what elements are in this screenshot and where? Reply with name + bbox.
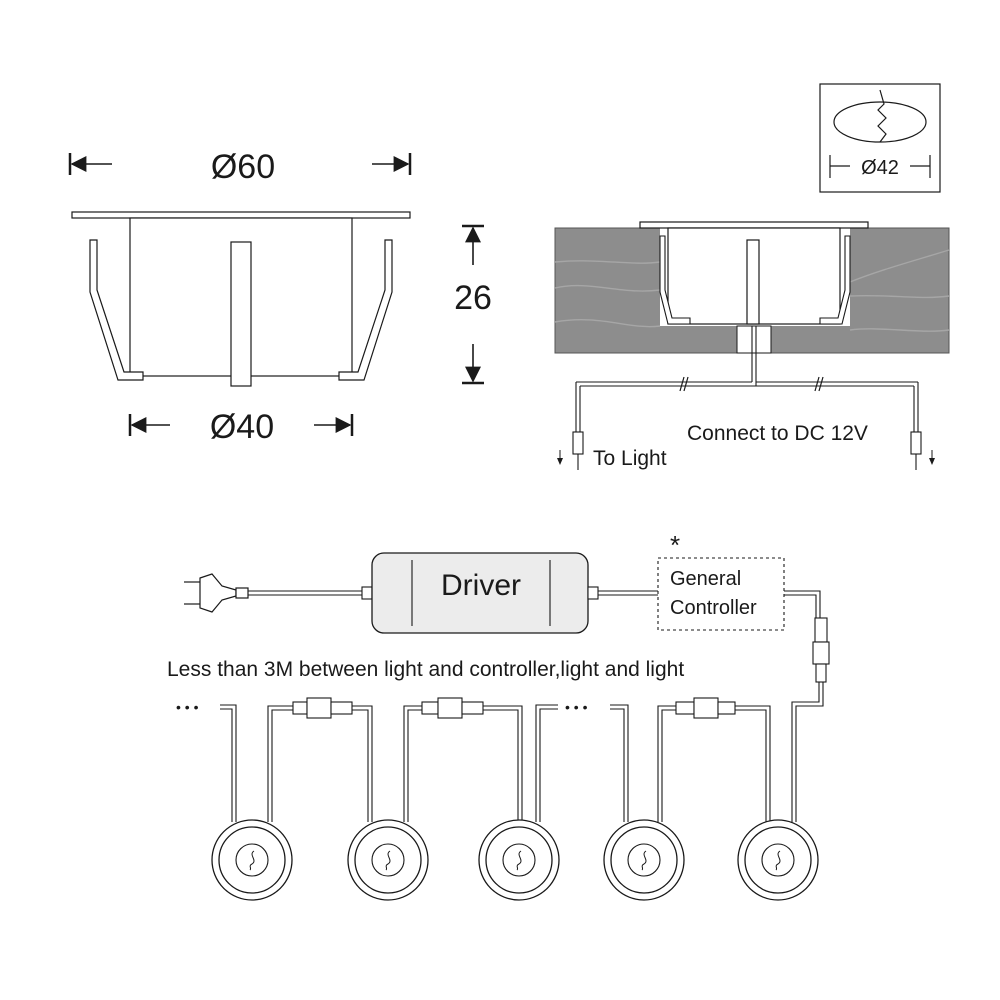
controller-label-line2: Controller [670, 597, 757, 619]
connector-1 [292, 697, 353, 719]
light-2 [347, 819, 429, 901]
height-label: 26 [454, 279, 492, 317]
general-controller-box [657, 557, 785, 631]
to-light-label: To Light [593, 447, 667, 470]
power-connector [910, 431, 922, 455]
light-side-view [71, 211, 411, 387]
light-5 [737, 819, 819, 901]
top-diameter-label: Ø60 [211, 148, 275, 186]
light-1 [211, 819, 293, 901]
power-plug-icon [184, 573, 249, 613]
to-light-connector [572, 431, 584, 455]
connector-3 [675, 697, 736, 719]
ellipsis-middle: • • • [565, 699, 588, 715]
installed-section: Connect to DC 12V To Light [554, 221, 950, 470]
controller-label-line1: General [670, 568, 741, 590]
cutout-inset: Ø42 [819, 83, 941, 193]
connector-2 [421, 697, 484, 719]
wiring-diagram: Driver * General Controller Less than 3M… [167, 530, 830, 901]
bottom-diameter-label: Ø40 [210, 408, 274, 446]
vertical-connector [814, 617, 828, 643]
ellipsis-left: • • • [176, 699, 199, 715]
height-dimension: 26 [454, 224, 492, 385]
top-diameter-dimension: Ø60 [68, 148, 412, 186]
bottom-diameter-dimension: Ø40 [128, 408, 354, 446]
driver-label: Driver [441, 569, 521, 602]
light-4 [603, 819, 685, 901]
controller-marker: * [670, 530, 680, 560]
saw-cut-icon [877, 89, 887, 143]
distance-note: Less than 3M between light and controlle… [167, 658, 684, 681]
light-3 [478, 819, 560, 901]
connect-dc-label: Connect to DC 12V [687, 422, 868, 445]
cutout-diameter-label: Ø42 [861, 157, 899, 179]
